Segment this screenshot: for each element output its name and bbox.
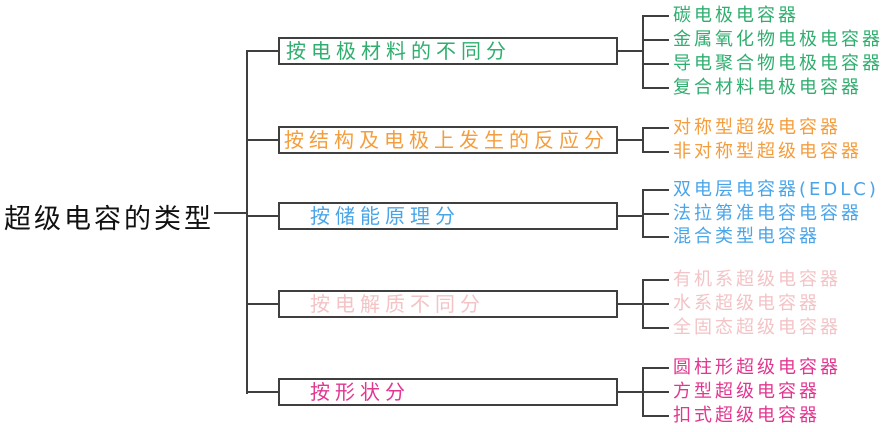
branch2-leaf2-tick (643, 151, 669, 153)
leaf-all-solid-state: 全固态超级电容器 (673, 317, 841, 338)
branch1-out-line (618, 50, 643, 52)
leaf-metal-oxide-electrode: 金属氧化物电极电容器 (673, 29, 883, 50)
leaf-aqueous-electrolyte: 水系超级电容器 (673, 293, 820, 314)
branch1-leaf1-tick (643, 15, 669, 17)
branch2-subtrunk-line (642, 127, 644, 153)
branch5-leaf2-tick (643, 391, 669, 393)
leaf-organic-electrolyte: 有机系超级电容器 (673, 269, 841, 290)
category-label-electrolyte: 按电解质不同分 (310, 292, 485, 316)
branch4-leaf3-tick (643, 327, 669, 329)
category-box-structure-reaction: 按结构及电极上发生的反应分 (278, 126, 618, 154)
category-box-electrode-material: 按电极材料的不同分 (278, 37, 618, 65)
branch4-leaf2-tick (643, 303, 669, 305)
branch4-leaf1-tick (643, 279, 669, 281)
branch1-connector-line (247, 50, 279, 52)
leaf-composite-electrode: 复合材料电极电容器 (673, 77, 862, 98)
branch1-leaf4-tick (643, 87, 669, 89)
branch3-leaf1-tick (643, 189, 669, 191)
category-label-electrode-material: 按电极材料的不同分 (286, 39, 511, 63)
root-connector-line (214, 212, 248, 214)
branch3-leaf2-tick (643, 213, 669, 215)
branch2-out-line (618, 139, 643, 141)
branch2-connector-line (247, 139, 279, 141)
branch5-leaf3-tick (643, 415, 669, 417)
branch5-out-line (618, 391, 643, 393)
root-label: 超级电容的类型 (4, 204, 214, 235)
branch1-subtrunk-line (642, 15, 644, 89)
leaf-symmetric: 对称型超级电容器 (673, 117, 841, 138)
branch5-leaf1-tick (643, 367, 669, 369)
branch3-leaf3-tick (643, 236, 669, 238)
category-box-electrolyte: 按电解质不同分 (278, 290, 618, 318)
category-label-shape: 按形状分 (310, 380, 410, 404)
leaf-carbon-electrode: 碳电极电容器 (673, 5, 799, 26)
category-box-storage-principle: 按储能原理分 (278, 202, 618, 230)
trunk-line (246, 50, 248, 394)
branch4-out-line (618, 303, 643, 305)
branch2-leaf1-tick (643, 127, 669, 129)
category-box-shape: 按形状分 (278, 378, 618, 406)
leaf-conducting-polymer-electrode: 导电聚合物电极电容器 (673, 53, 883, 74)
leaf-cylindrical: 圆柱形超级电容器 (673, 357, 841, 378)
category-label-storage-principle: 按储能原理分 (310, 204, 460, 228)
leaf-coin-type: 扣式超级电容器 (673, 405, 820, 426)
category-label-structure-reaction: 按结构及电极上发生的反应分 (284, 128, 609, 152)
branch4-connector-line (247, 303, 279, 305)
branch3-out-line (618, 215, 643, 217)
leaf-edlc: 双电层电容器(EDLC) (673, 179, 879, 200)
branch1-leaf2-tick (643, 39, 669, 41)
leaf-faradaic-pseudocapacitor: 法拉第准电容电容器 (673, 203, 862, 224)
leaf-asymmetric: 非对称型超级电容器 (673, 141, 862, 162)
leaf-hybrid-type: 混合类型电容器 (673, 226, 820, 247)
branch3-connector-line (247, 215, 279, 217)
leaf-prismatic: 方型超级电容器 (673, 381, 820, 402)
branch5-connector-line (247, 391, 279, 393)
branch1-leaf3-tick (643, 63, 669, 65)
